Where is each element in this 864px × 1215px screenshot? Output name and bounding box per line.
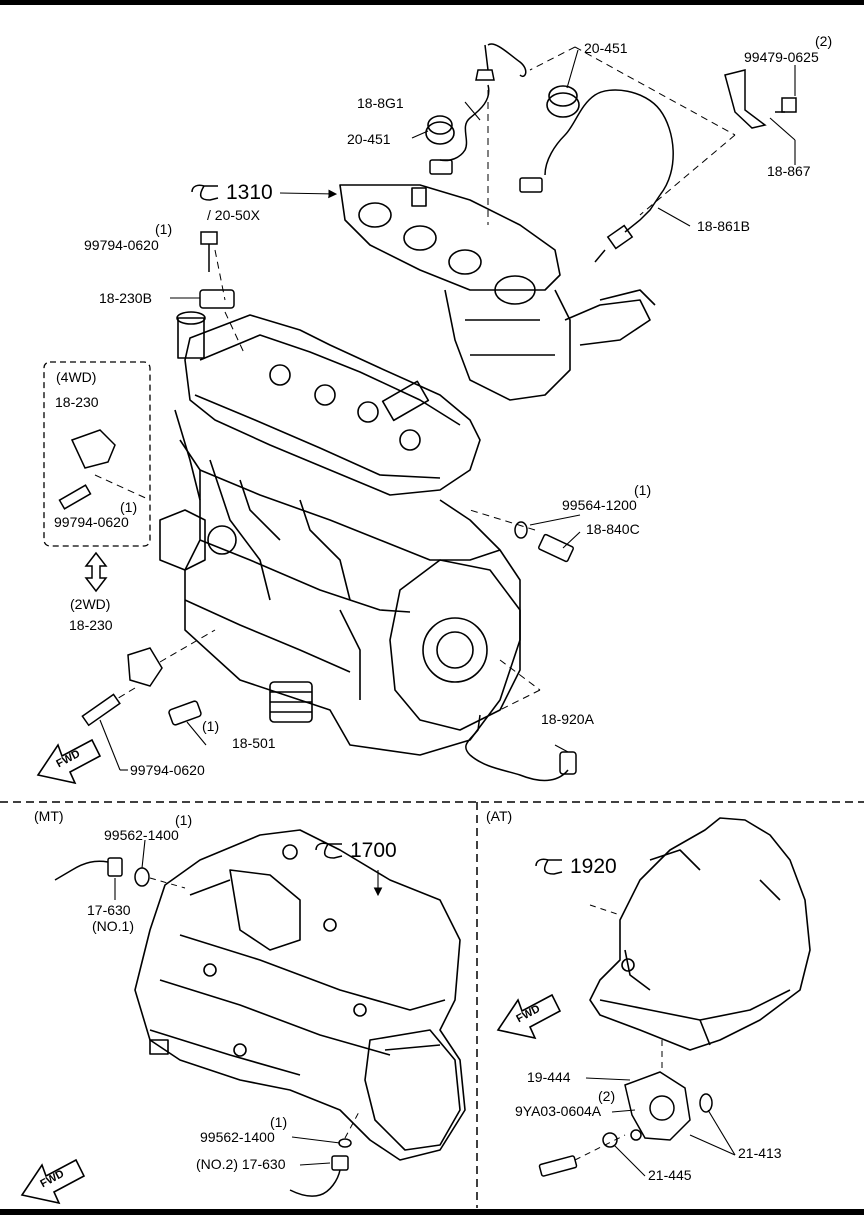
top-border xyxy=(0,0,864,5)
mt-switch-no1 xyxy=(54,857,150,887)
qty-99794-4wd: (1) xyxy=(120,499,138,515)
part-no2-17-630[interactable]: (NO.2) 17-630 xyxy=(196,1156,286,1172)
knock-sensor xyxy=(168,700,202,726)
part-18-920a[interactable]: 18-920A xyxy=(541,711,594,727)
qty-99794-top: (1) xyxy=(155,221,173,237)
qty-9ya03: (2) xyxy=(598,1088,616,1104)
part-18-8g1[interactable]: 18-8G1 xyxy=(357,95,404,111)
swap-arrow xyxy=(84,551,108,593)
cam-sensor-top xyxy=(199,231,235,309)
ref-auto-trans: 1920 xyxy=(570,855,617,878)
hand-pointer-icon xyxy=(315,842,343,859)
part-18-861b[interactable]: 18-861B xyxy=(697,218,750,234)
four-wd-box xyxy=(43,361,151,547)
part-9ya03-0604a[interactable]: 9YA03-0604A xyxy=(515,1103,602,1119)
part-21-445[interactable]: 21-445 xyxy=(648,1167,692,1183)
guide-lines-top xyxy=(94,46,736,721)
part-99794-0620-4wd[interactable]: 99794-0620 xyxy=(54,514,129,530)
fwd-arrow-at xyxy=(496,993,562,1040)
ref-exhaust-sub: / 20-50X xyxy=(207,207,260,223)
part-99794-0620-bottom[interactable]: 99794-0620 xyxy=(130,762,205,778)
part-99564-1200[interactable]: 99564-1200 xyxy=(562,497,637,513)
sensor-boot-left xyxy=(425,115,455,145)
temp-sensor xyxy=(514,521,574,563)
mt-switch-no2 xyxy=(289,1138,352,1197)
leader-lines-top xyxy=(99,49,796,771)
fwd-arrow-engine xyxy=(36,738,102,785)
ref-manual-trans: 1700 xyxy=(350,839,397,862)
part-18-840c[interactable]: 18-840C xyxy=(586,521,640,537)
guide-lines-mt xyxy=(149,877,361,1139)
part-18-230-2wd[interactable]: 18-230 xyxy=(69,617,113,633)
qty-99564: (1) xyxy=(634,482,652,498)
sensor-boot-right xyxy=(546,85,580,118)
section-mt-label: (MT) xyxy=(34,808,64,824)
automatic-transmission xyxy=(589,817,811,1051)
exhaust-manifold xyxy=(339,184,656,401)
guide-lines-at xyxy=(574,904,663,1161)
part-99562-1400-top[interactable]: 99562-1400 xyxy=(104,827,179,843)
part-99794-0620-top[interactable]: 99794-0620 xyxy=(84,237,159,253)
part-99479-0625[interactable]: 99479-0625 xyxy=(744,49,819,65)
qty-99562-top: (1) xyxy=(175,812,193,828)
part-19-444[interactable]: 19-444 xyxy=(527,1069,571,1085)
manual-transmission xyxy=(134,829,466,1161)
engine-assembly xyxy=(159,311,521,756)
leader-lines-at xyxy=(585,1077,736,1177)
part-99562-1400-bottom[interactable]: 99562-1400 xyxy=(200,1129,275,1145)
qty-18-501: (1) xyxy=(202,718,220,734)
part-21-413[interactable]: 21-413 xyxy=(738,1145,782,1161)
leader-lines-mt xyxy=(114,839,383,1166)
section-4wd-label: (4WD) xyxy=(56,369,97,385)
cam-sensor-2wd xyxy=(81,647,163,727)
part-18-501[interactable]: 18-501 xyxy=(232,735,276,751)
qty-99479: (2) xyxy=(815,33,833,49)
section-at-label: (AT) xyxy=(486,808,513,824)
bottom-border xyxy=(0,1209,864,1215)
oxygen-sensor-upper xyxy=(429,43,527,175)
label-no1: (NO.1) xyxy=(92,918,134,934)
hand-pointer-icon xyxy=(191,184,219,201)
section-2wd-label: (2WD) xyxy=(70,596,111,612)
inhibitor-switch xyxy=(538,1071,713,1177)
fwd-arrow-mt xyxy=(20,1158,86,1205)
part-20-451-left[interactable]: 20-451 xyxy=(347,131,391,147)
part-18-867[interactable]: 18-867 xyxy=(767,163,811,179)
qty-99562-bottom: (1) xyxy=(270,1114,288,1130)
ref-exhaust: 1310 xyxy=(226,181,273,204)
part-18-230-4wd[interactable]: 18-230 xyxy=(55,394,99,410)
part-18-230b[interactable]: 18-230B xyxy=(99,290,152,306)
hand-pointer-icon xyxy=(535,858,563,875)
cam-sensor-4wd xyxy=(58,429,116,510)
bracket-part xyxy=(724,69,797,129)
part-20-451-top[interactable]: 20-451 xyxy=(584,40,628,56)
oxygen-sensor-lower xyxy=(519,89,674,263)
part-17-630[interactable]: 17-630 xyxy=(87,902,131,918)
